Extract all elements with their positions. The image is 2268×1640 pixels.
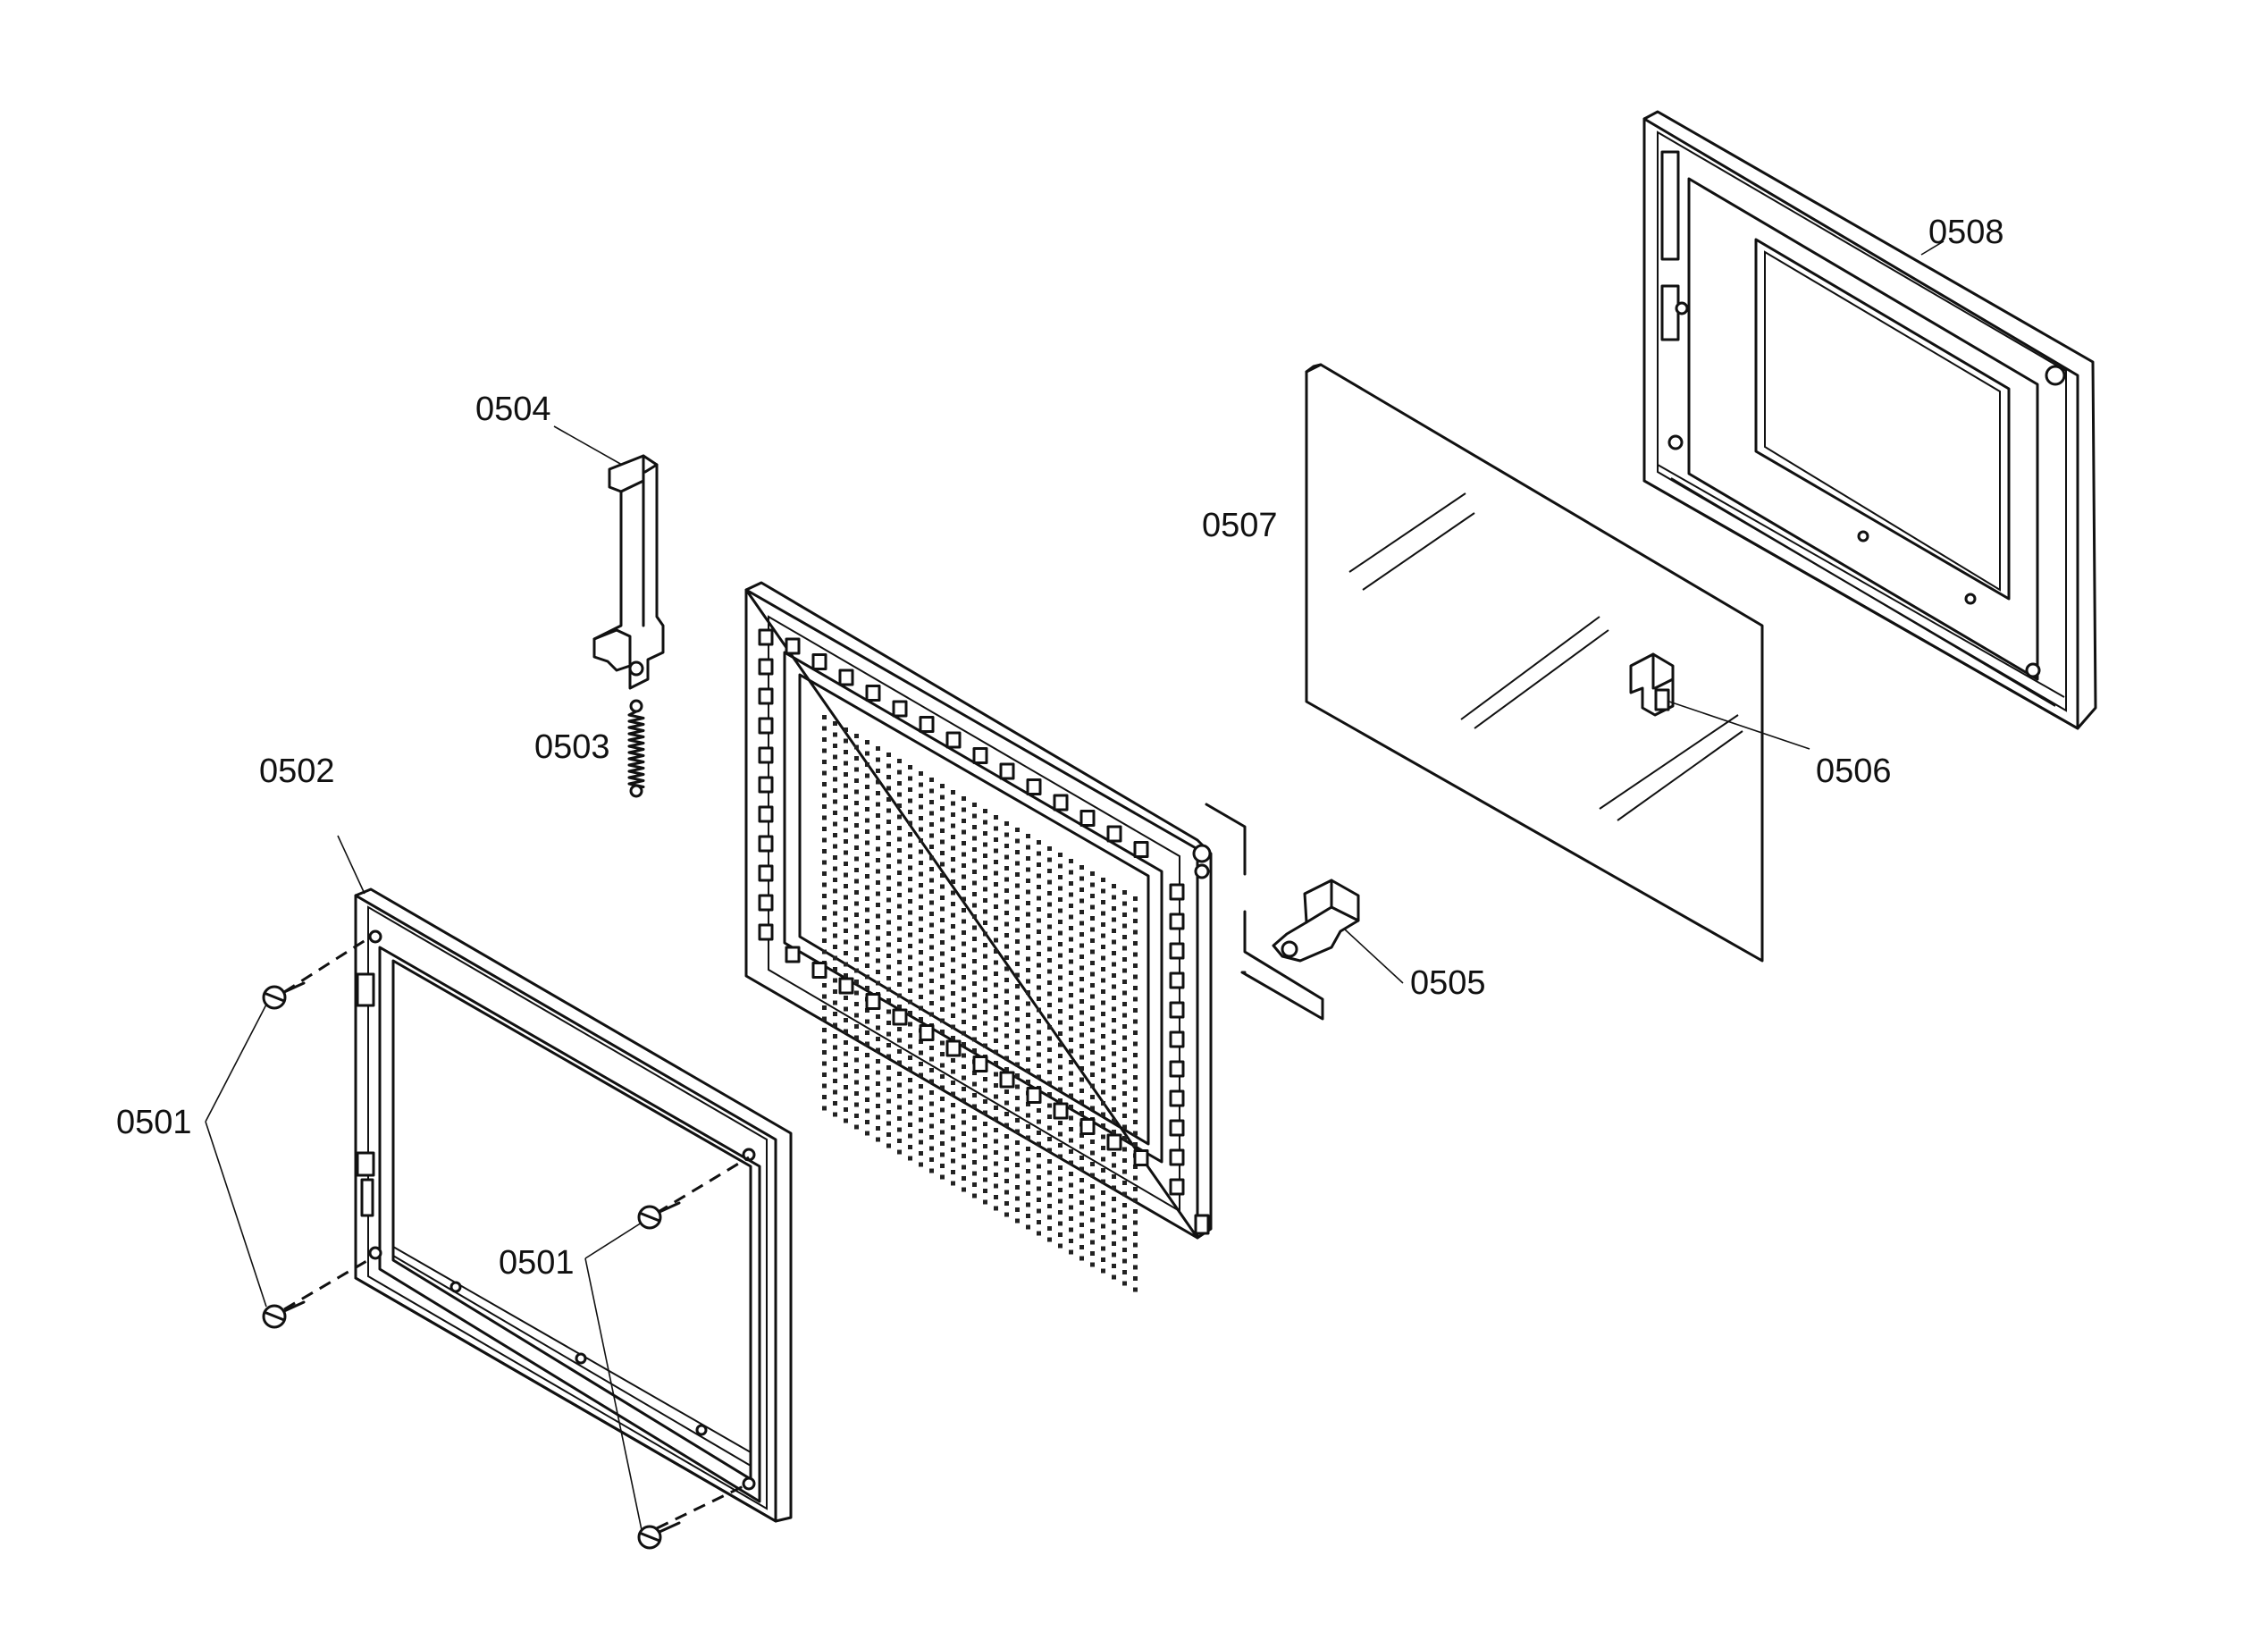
screw-1 bbox=[262, 981, 306, 1010]
part-0508-rear-door-frame bbox=[1642, 110, 2097, 730]
panel-tabs bbox=[758, 628, 1185, 1196]
part-labels: 0508 0507 0506 0505 0504 0503 0502 0501 … bbox=[116, 214, 2004, 1282]
part-0506-clip bbox=[1629, 652, 1675, 717]
screw-3 bbox=[637, 1201, 681, 1230]
part-0505-latch-bracket bbox=[1205, 803, 1360, 1021]
label-0506: 0506 bbox=[1816, 753, 1892, 790]
part-0503-spring bbox=[627, 699, 645, 798]
label-0501-left: 0501 bbox=[116, 1104, 192, 1141]
leader-lines bbox=[205, 240, 1945, 1531]
screw-4 bbox=[637, 1521, 681, 1550]
part-0504-hook-lever bbox=[592, 454, 665, 690]
part-0502-front-door-frame bbox=[354, 887, 793, 1523]
label-0502: 0502 bbox=[259, 753, 335, 790]
label-0507: 0507 bbox=[1202, 507, 1278, 544]
door-inner-panel bbox=[744, 581, 1213, 1292]
screw-2 bbox=[262, 1300, 306, 1329]
label-0503: 0503 bbox=[534, 728, 610, 766]
label-0504: 0504 bbox=[475, 391, 551, 428]
part-0501-screws bbox=[262, 937, 750, 1550]
part-0507-glass-pane bbox=[1305, 363, 1764, 963]
label-0508: 0508 bbox=[1928, 214, 2004, 251]
label-0501-right: 0501 bbox=[499, 1244, 575, 1282]
label-0505: 0505 bbox=[1410, 964, 1486, 1002]
